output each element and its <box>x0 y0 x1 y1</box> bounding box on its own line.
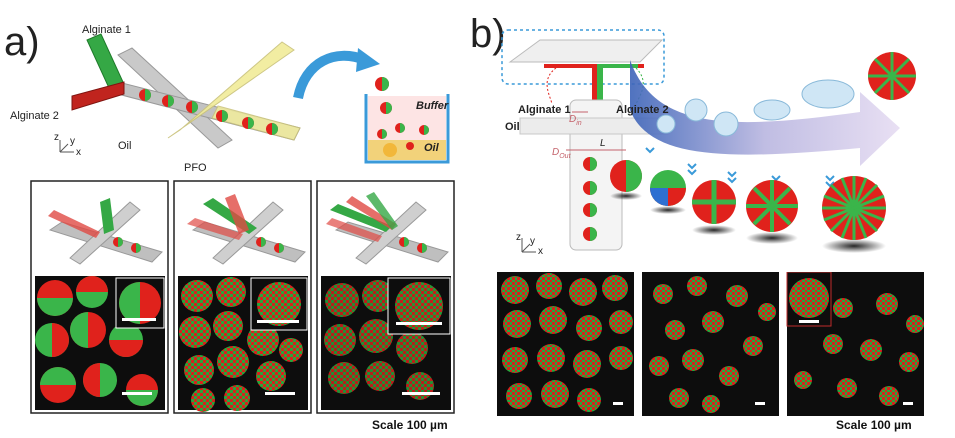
axis-x-b: x <box>538 246 543 257</box>
scale-label-a: Scale 100 µm <box>372 418 448 432</box>
label-oil-b: Oil <box>505 121 520 133</box>
process-arrow <box>293 50 367 100</box>
label-d-in-main: D <box>569 114 577 125</box>
subpanel-3 <box>316 180 455 414</box>
subpanel-1 <box>30 180 169 414</box>
label-d-out: DOut <box>552 147 571 160</box>
label-length: L <box>600 138 606 149</box>
label-pfo-a: PFO <box>184 162 207 174</box>
axis-z-a: z <box>54 132 59 143</box>
trend-arrow <box>630 60 900 166</box>
label-d-in-sub: in <box>576 120 582 127</box>
panel-a-subpanels <box>30 180 455 414</box>
sphere-series <box>610 160 886 253</box>
axis-x-a: x <box>76 147 81 158</box>
scale-label-b: Scale 100 µm <box>836 418 912 432</box>
panel-b-schematic <box>501 29 916 253</box>
label-oil-a: Oil <box>118 140 132 152</box>
axis-z-b: z <box>516 232 521 243</box>
droplets <box>139 89 278 135</box>
label-alginate-1-a: Alginate 1 <box>82 24 131 36</box>
axis-y-b: y <box>530 236 535 247</box>
subpanel-2 <box>173 180 312 414</box>
label-alginate-1-b: Alginate 1 <box>518 104 571 116</box>
panel-a-schematic <box>59 33 450 164</box>
label-alginate-2-b: Alginate 2 <box>616 104 669 116</box>
label-d-in: Din <box>569 114 582 127</box>
beaker <box>364 77 450 164</box>
label-d-out-sub: Out <box>559 153 571 160</box>
axes-a <box>59 140 74 153</box>
label-buffer: Buffer <box>416 100 449 112</box>
panel-b-micrographs <box>497 272 924 416</box>
panel-a-letter: a) <box>4 20 40 64</box>
label-alginate-2-a: Alginate 2 <box>10 110 59 122</box>
panel-b-letter: b) <box>470 12 506 56</box>
label-oil-bath: Oil <box>424 142 439 154</box>
axis-y-a: y <box>70 136 75 147</box>
label-d-out-main: D <box>552 147 560 158</box>
